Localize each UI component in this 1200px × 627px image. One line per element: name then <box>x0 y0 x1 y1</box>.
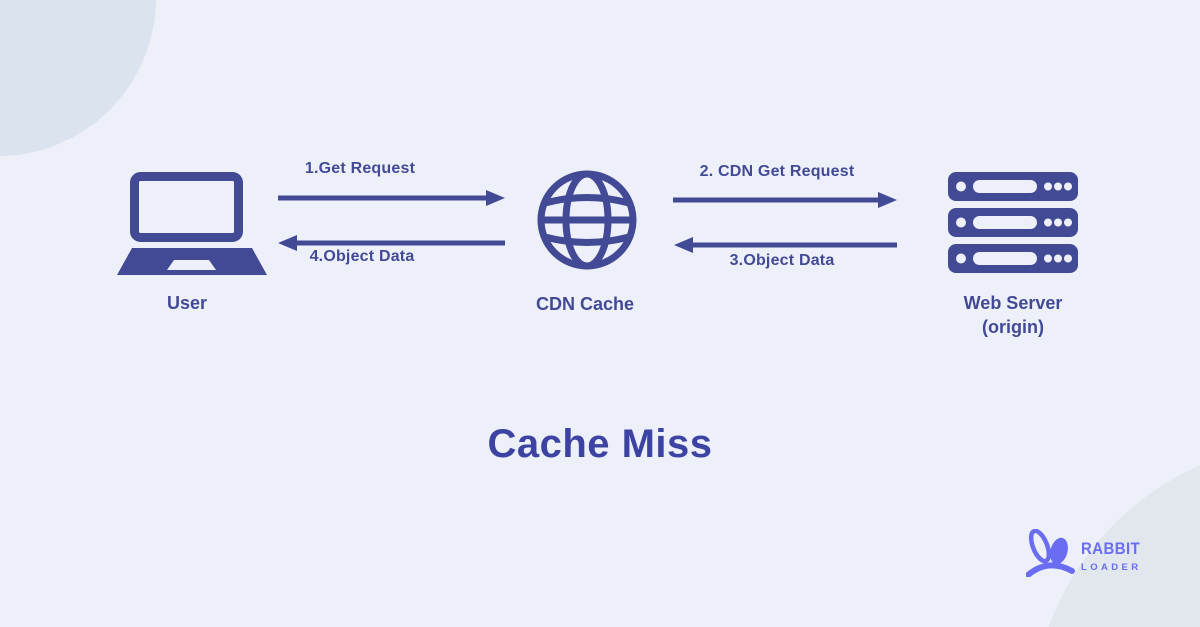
arrow-step-1-right <box>278 190 505 206</box>
arrow-label-step-4: 4.Object Data <box>309 248 415 265</box>
node-label-web-server: Web Server (origin) <box>964 293 1063 338</box>
node-label-cdn-cache: CDN Cache <box>535 294 635 314</box>
rabbitloader-logo: RABBIT LOADER <box>1026 529 1148 577</box>
node-label-web-server-main: Web Server <box>963 293 1063 313</box>
arrow-step-3-left <box>674 237 897 253</box>
server-icon <box>948 172 1078 273</box>
arrow-step-4-left <box>278 235 505 251</box>
node-label-web-server-sub: (origin) <box>982 317 1044 337</box>
logo-sub-name: LOADER <box>1081 562 1142 573</box>
node-label-user: User <box>166 293 208 313</box>
logo-brand-name: RABBIT <box>1081 539 1141 558</box>
globe-icon <box>537 170 637 270</box>
laptop-icon <box>117 172 267 275</box>
arrow-label-step-1: 1.Get Request <box>304 160 416 177</box>
arrow-label-step-2: 2. CDN Get Request <box>699 163 855 180</box>
diagram-title: Cache Miss <box>487 422 713 466</box>
arrow-label-step-3: 3.Object Data <box>729 252 835 269</box>
logo-text: RABBIT LOADER <box>1081 529 1148 573</box>
decorative-circle-top-left <box>0 0 156 156</box>
arrow-step-2-right <box>673 192 897 208</box>
rabbit-ears-icon <box>1026 529 1075 577</box>
